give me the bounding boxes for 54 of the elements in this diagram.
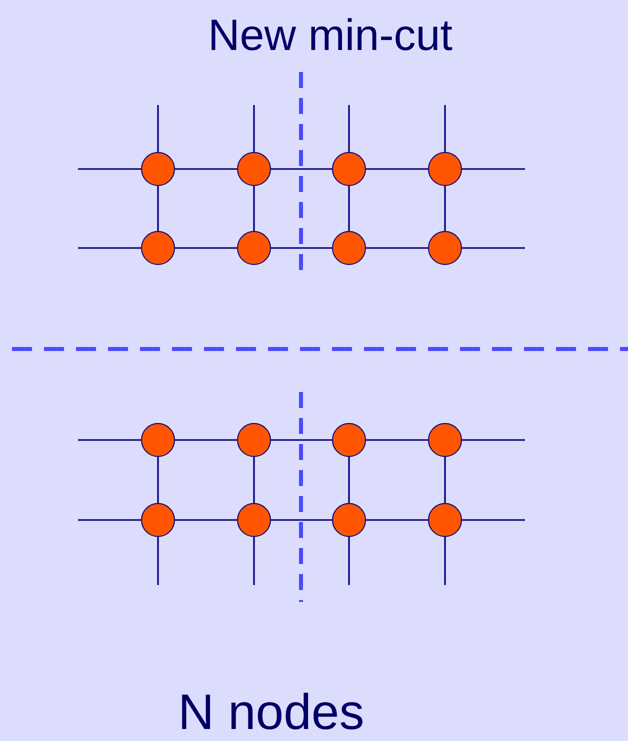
edge-line	[253, 105, 255, 152]
graph-node	[428, 152, 462, 186]
edge-line	[366, 168, 428, 170]
edge-line	[175, 247, 237, 249]
graph-node	[428, 423, 462, 457]
edge-line	[157, 457, 159, 503]
edge-line	[175, 168, 237, 170]
edge-line	[78, 168, 141, 170]
caption-label: N nodes	[178, 684, 364, 740]
edge-line	[462, 247, 525, 249]
edge-line	[366, 519, 428, 521]
graph-node	[141, 152, 175, 186]
edge-line	[271, 519, 332, 521]
graph-node	[141, 503, 175, 537]
edge-line	[348, 537, 350, 585]
edge-line	[175, 519, 237, 521]
edge-line	[253, 537, 255, 585]
graph-node	[332, 152, 366, 186]
edge-line	[462, 519, 525, 521]
edge-line	[462, 439, 525, 441]
edge-line	[348, 105, 350, 152]
edge-line	[157, 105, 159, 152]
edge-line	[78, 439, 141, 441]
edge-line	[444, 537, 446, 585]
title-label: New min-cut	[208, 10, 452, 62]
graph-node	[237, 231, 271, 265]
edge-line	[271, 168, 332, 170]
edge-line	[157, 537, 159, 585]
edge-line	[444, 105, 446, 152]
graph-node	[332, 503, 366, 537]
graph-node	[332, 423, 366, 457]
edge-line	[348, 457, 350, 503]
edge-line	[366, 247, 428, 249]
edge-line	[253, 186, 255, 231]
graph-node	[141, 423, 175, 457]
edge-line	[444, 457, 446, 503]
edge-line	[348, 186, 350, 231]
edge-line	[175, 439, 237, 441]
graph-node	[237, 503, 271, 537]
edge-line	[462, 168, 525, 170]
edge-line	[366, 439, 428, 441]
graph-node	[141, 231, 175, 265]
graph-node	[428, 503, 462, 537]
edge-line	[253, 457, 255, 503]
graph-node	[428, 231, 462, 265]
edge-line	[271, 247, 332, 249]
graph-node	[237, 423, 271, 457]
edge-line	[78, 247, 141, 249]
edge-line	[78, 519, 141, 521]
edge-line	[157, 186, 159, 231]
graph-node	[237, 152, 271, 186]
graph-node	[332, 231, 366, 265]
edge-line	[271, 439, 332, 441]
edge-line	[444, 186, 446, 231]
